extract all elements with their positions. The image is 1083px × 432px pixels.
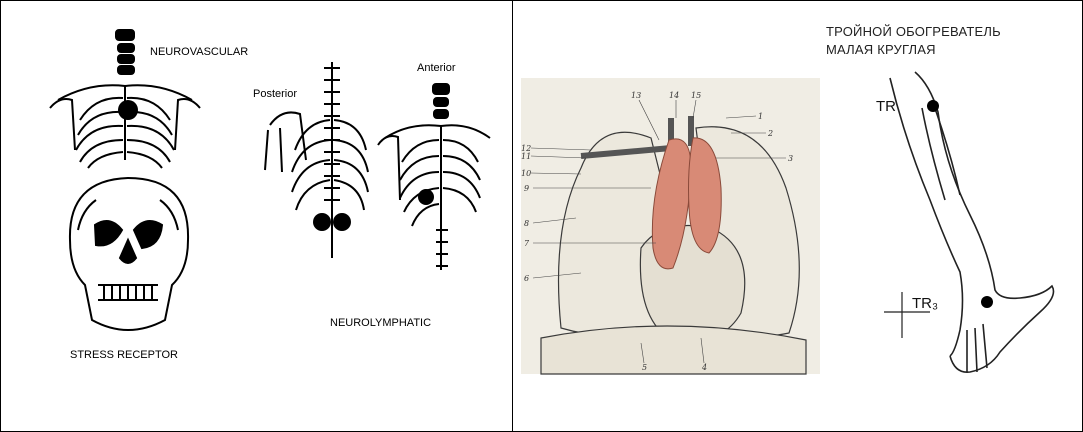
arm-outline-drawing bbox=[820, 0, 1083, 432]
fig-num-7: 7 bbox=[524, 239, 529, 248]
label-anterior: Anterior bbox=[417, 62, 456, 74]
lungs-heart-thymus-drawing bbox=[521, 78, 820, 374]
tr3-point bbox=[981, 296, 993, 308]
fig-num-5: 5 bbox=[642, 363, 647, 372]
label-tr: TR bbox=[876, 98, 896, 115]
fig-num-4: 4 bbox=[702, 363, 707, 372]
triple-warmer-meridian-panel: ТРОЙНОЙ ОБОГРЕВАТЕЛЬ МАЛАЯ КРУГЛАЯ TR TR… bbox=[820, 0, 1083, 432]
panel-divider bbox=[512, 0, 513, 432]
thymus-anatomy-illustration: 1 2 3 4 5 6 7 8 9 10 11 12 13 14 15 bbox=[521, 78, 820, 374]
fig-num-10: 10 bbox=[521, 169, 531, 178]
applied-kinesiology-points-panel: NEUROVASCULAR STRESS RECEPTOR bbox=[0, 0, 512, 432]
neurolymphatic-point-anterior bbox=[418, 189, 434, 205]
fig-num-9: 9 bbox=[524, 184, 529, 193]
fig-num-15: 15 bbox=[691, 91, 701, 100]
fig-num-2: 2 bbox=[768, 129, 773, 138]
label-neurolymphatic: NEUROLYMPHATIC bbox=[330, 317, 431, 329]
fig-num-6: 6 bbox=[524, 274, 529, 283]
fig-num-8: 8 bbox=[524, 219, 529, 228]
fig-num-13: 13 bbox=[631, 91, 641, 100]
fig-num-11: 11 bbox=[521, 152, 531, 161]
tr-point bbox=[927, 100, 939, 112]
fig-num-1: 1 bbox=[758, 112, 763, 121]
fig-num-3: 3 bbox=[788, 154, 793, 163]
fig-num-14: 14 bbox=[669, 91, 679, 100]
label-tr3: TR₃ bbox=[912, 295, 938, 312]
fig-num-12: 12 bbox=[521, 144, 531, 153]
